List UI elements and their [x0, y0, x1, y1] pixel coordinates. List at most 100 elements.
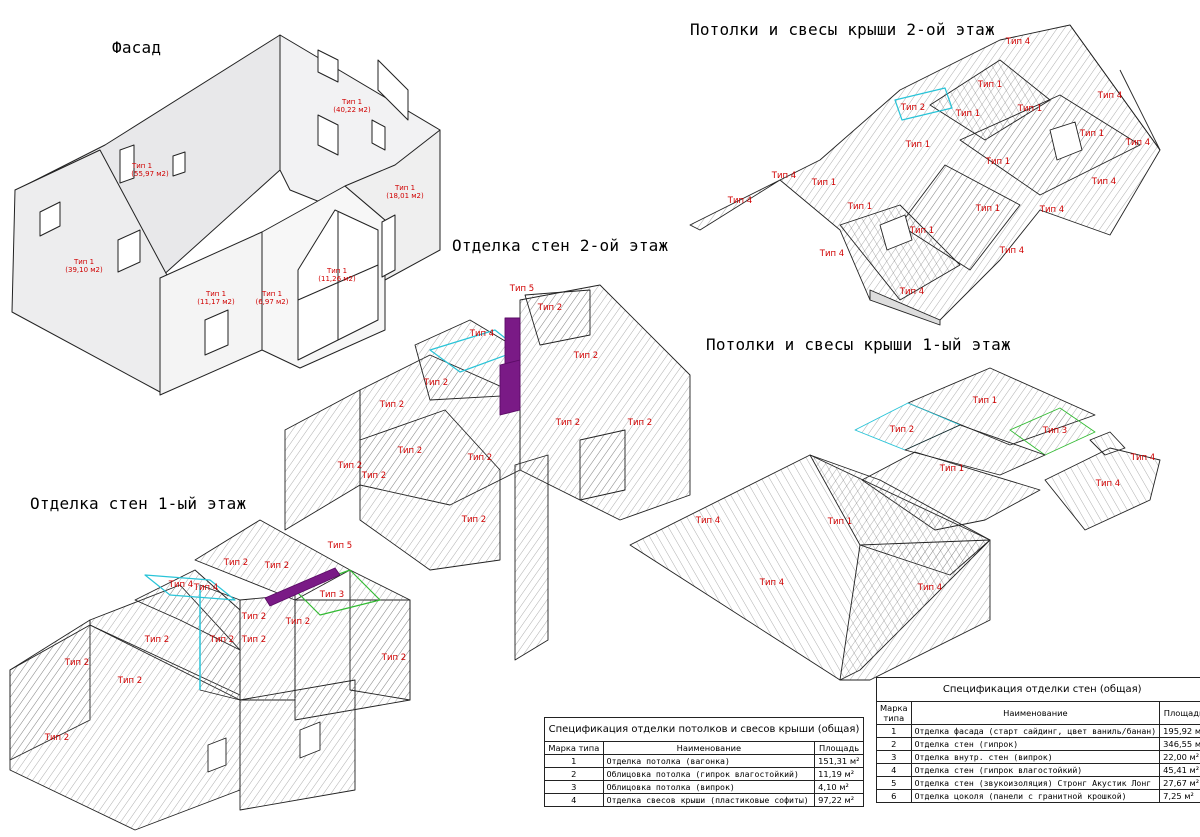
ceilings-2-label-9: Тип 1 [811, 178, 836, 188]
spec-ceilings-area: 4,10 м² [814, 780, 864, 794]
walls-2-label-11: Тип 2 [337, 461, 362, 471]
walls-1-label-10: Тип 2 [209, 635, 234, 645]
spec-walls-mark: 2 [876, 737, 912, 751]
walls-2-label-4: Тип 2 [573, 351, 598, 361]
facade-area-4: (39,10 м2) [65, 266, 103, 274]
ceilings-2-label-11: Тип 1 [975, 204, 1000, 214]
facade-window-8 [117, 229, 141, 273]
spec-ceilings-header-mark: Марка типа [544, 741, 604, 755]
facade-area-6: (6,97 м2) [255, 298, 288, 306]
facade-labels: Тип 1 (55,97 м2) Тип 1 (40,22 м2) Тип 1 … [65, 98, 424, 306]
spec-ceilings-name: Облицовка потолка (гипрок влагостойкий) [602, 767, 816, 781]
ceilings-1-label-10: Тип 4 [917, 583, 942, 593]
spec-walls-mark: 5 [876, 776, 912, 790]
spec-walls-table: Спецификация отделки стен (общая) Марка … [875, 677, 1200, 803]
spec-walls-mark: 4 [876, 763, 912, 777]
walls-1-label-15: Тип 2 [44, 733, 69, 743]
ceilings-1-label-4: Тип 1 [939, 464, 964, 474]
facade-area-7: (11,26 м2) [318, 275, 356, 283]
spec-walls-name: Отделка цоколя (панели с гранитной крошк… [910, 789, 1161, 803]
ceilings-2-label-14: Тип 4 [1125, 138, 1150, 148]
facade-area-1: (55,97 м2) [131, 170, 169, 178]
walls-2-label-9: Тип 2 [397, 446, 422, 456]
facade-window-9 [204, 309, 229, 356]
facade-window-7 [39, 201, 61, 237]
spec-walls-mark: 3 [876, 750, 912, 764]
spec-walls-mark: 6 [876, 789, 912, 803]
walls-1-label-2: Тип 2 [223, 558, 248, 568]
ceilings-2-label-5: Тип 1 [955, 109, 980, 119]
spec-ceilings-header-area: Площадь [814, 741, 864, 755]
walls-1-label-4: Тип 4 [168, 580, 193, 590]
facade-area-2: (40,22 м2) [333, 106, 371, 114]
walls-2-label-2: Тип 4 [469, 329, 494, 339]
walls-2-label-3: Тип 2 [537, 303, 562, 313]
ceilings-2-label-4: Тип 1 [1017, 104, 1042, 114]
table-row: 3 Отделка внутр. стен (випрок) 22,00 м² [876, 750, 1200, 764]
ceilings-2-view [689, 24, 1161, 326]
ceilings-1-title: Потолки и свесы крыши 1-ый этаж [706, 335, 1011, 354]
facade-window-3 [317, 49, 339, 83]
facade-window-2 [172, 151, 186, 177]
ceilings-1-type3-zone [1009, 407, 1096, 456]
spec-ceilings-name: Отделка свесов крыши (пластиковые софиты… [602, 793, 816, 807]
facade-label-7: Тип 1 [326, 267, 347, 275]
walls-1-view [9, 519, 411, 831]
spec-ceilings-header-name: Наименование [602, 741, 816, 755]
ceilings-1-label-6: Тип 4 [1095, 479, 1120, 489]
spec-walls-area: 346,55 м² [1159, 737, 1200, 751]
table-row: 1 Отделка потолка (вагонка) 151,31 м² [544, 754, 864, 768]
walls-1-label-14: Тип 2 [381, 653, 406, 663]
table-row: 2 Отделка стен (гипрок) 346,55 м² [876, 737, 1200, 751]
ceilings-2-label-7: Тип 1 [905, 140, 930, 150]
walls-1-label-5: Тип 4 [193, 583, 218, 593]
facade-label-4: Тип 1 [73, 258, 94, 266]
facade-title: Фасад [112, 38, 162, 57]
walls-2-label-7: Тип 2 [555, 418, 580, 428]
walls-1-type4-zone [144, 574, 236, 601]
ceilings-2-label-6: Тип 1 [1079, 129, 1104, 139]
spec-ceilings-mark: 4 [544, 793, 604, 807]
ceilings-2-label-19: Тип 4 [727, 196, 752, 206]
facade-label-6: Тип 1 [261, 290, 282, 298]
spec-ceilings-table: Спецификация отделки потолков и свесов к… [544, 717, 864, 807]
ceilings-2-label-3: Тип 2 [900, 103, 925, 113]
walls-2-label-8: Тип 2 [627, 418, 652, 428]
spec-walls-area: 45,41 м² [1159, 763, 1200, 777]
facade-label-5: Тип 1 [205, 290, 226, 298]
walls-1-type5-zone [264, 567, 341, 607]
walls-2-label-10: Тип 2 [467, 453, 492, 463]
ceilings-1-label-8: Тип 4 [695, 516, 720, 526]
ceilings-2-label-20: Тип 4 [819, 249, 844, 259]
facade-label-3: Тип 1 [394, 184, 415, 192]
walls-1-label-11: Тип 2 [241, 635, 266, 645]
facade-window-1 [119, 144, 135, 184]
spec-walls-name: Отделка стен (гипрок) [910, 737, 1161, 751]
table-row: 6 Отделка цоколя (панели с гранитной кро… [876, 789, 1200, 803]
ceilings-2-label-10: Тип 1 [847, 202, 872, 212]
spec-ceilings-name: Облицовка потолка (випрок) [602, 780, 816, 794]
spec-walls-header-mark: Марка типа [876, 701, 912, 725]
ceilings-1-view [629, 367, 1161, 681]
facade-area-3: (18,01 м2) [386, 192, 424, 200]
ceilings-2-label-17: Тип 4 [999, 246, 1024, 256]
table-row: 3 Облицовка потолка (випрок) 4,10 м² [544, 780, 864, 794]
spec-walls-caption: Спецификация отделки стен (общая) [875, 677, 1200, 702]
spec-walls-header-area: Площадь [1159, 701, 1200, 725]
spec-ceilings-caption: Спецификация отделки потолков и свесов к… [544, 717, 864, 742]
ceilings-1-labels: Тип 1 Тип 2 Тип 3 Тип 1 Тип 4 Тип 4 Тип … [695, 396, 1155, 593]
ceilings-2-label-2: Тип 1 [977, 80, 1002, 90]
ceilings-1-label-5: Тип 4 [1130, 453, 1155, 463]
ceilings-2-label-18: Тип 4 [771, 171, 796, 181]
spec-walls-name: Отделка фасада (старт сайдинг, цвет вани… [910, 724, 1161, 738]
ceilings-1-label-1: Тип 1 [972, 396, 997, 406]
walls-2-label-13: Тип 2 [461, 515, 486, 525]
facade-label-1: Тип 1 [131, 162, 152, 170]
facade-window-5 [317, 114, 339, 156]
table-row: 2 Облицовка потолка (гипрок влагостойкий… [544, 767, 864, 781]
ceilings-2-label-21: Тип 4 [899, 287, 924, 297]
walls-1-labels: Тип 5 Тип 2 Тип 2 Тип 4 Тип 4 Тип 3 Тип … [44, 541, 406, 743]
ceilings-2-label-1: Тип 4 [1005, 37, 1030, 47]
spec-walls-area: 27,67 м² [1159, 776, 1200, 790]
